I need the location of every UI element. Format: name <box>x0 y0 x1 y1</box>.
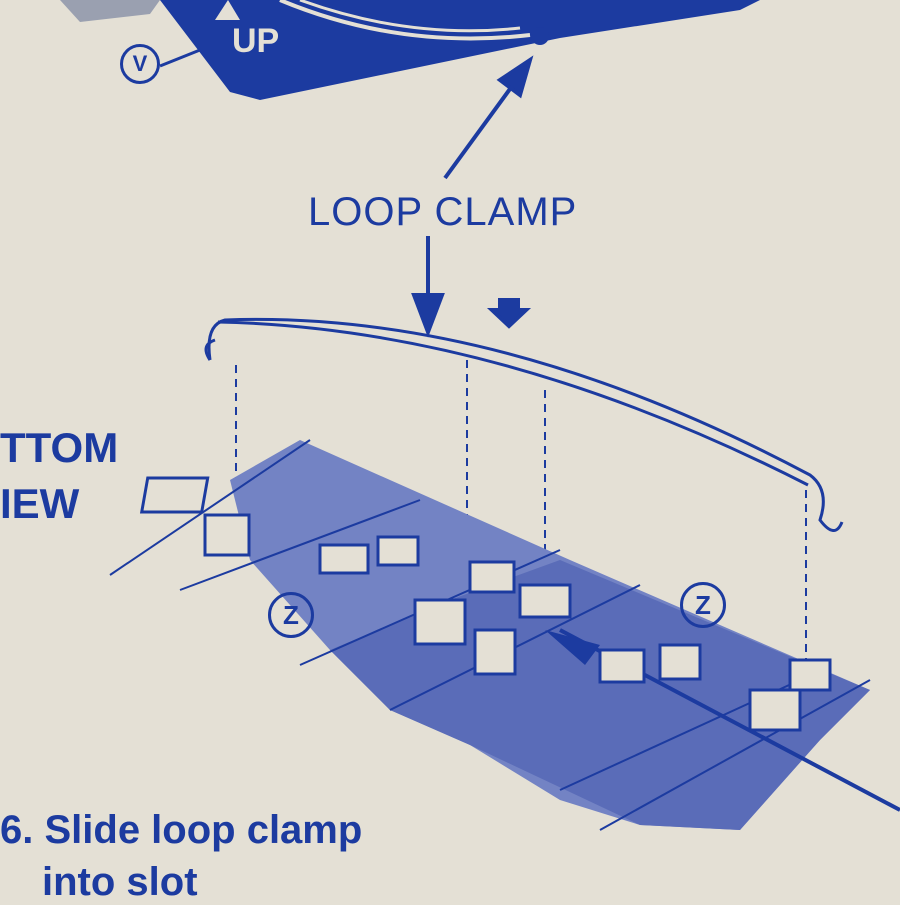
view-label-line2: IEW <box>0 480 80 527</box>
marker-z-left: Z <box>268 592 314 638</box>
instruction-line2: into slot <box>42 860 198 904</box>
bottom-view-base <box>109 439 900 831</box>
view-label-line1: TTOM <box>0 424 119 471</box>
top-assembly <box>60 0 760 100</box>
loop-clamp-callout: LOOP CLAMP <box>308 190 578 234</box>
marker-v: V <box>120 44 160 84</box>
up-label: UP <box>232 22 280 60</box>
arrows <box>411 55 534 338</box>
marker-z-right: Z <box>680 582 726 628</box>
loop-clamp-wire <box>204 317 844 660</box>
instruction-line1: 6. Slide loop clamp <box>0 808 363 852</box>
